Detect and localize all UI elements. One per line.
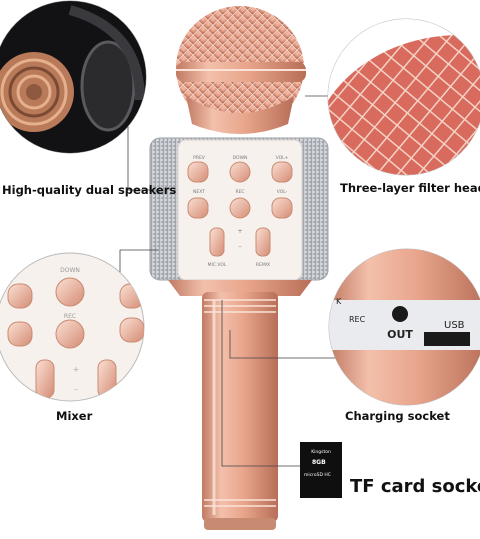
zoom-label-rec: REC	[64, 313, 76, 320]
sd-capacity: 8GB	[312, 459, 326, 466]
panel-buttons: PREV DOWN VOL+ NEXT REC VOL- + – MIC.VOL…	[187, 155, 293, 268]
label-remix: REMIX	[256, 262, 270, 268]
socket-label-rec: REC	[349, 315, 366, 324]
sd-card-body	[300, 442, 342, 498]
down-button[interactable]	[229, 161, 251, 183]
label-next: NEXT	[193, 189, 205, 195]
label-rec: REC	[235, 189, 244, 195]
label-mixer: Mixer	[56, 409, 93, 423]
next-button[interactable]	[187, 197, 209, 219]
mic-vol-slider[interactable]	[209, 227, 225, 257]
label-speakers: High-quality dual speakers	[2, 183, 177, 197]
label-mic-vol: MIC.VOL	[208, 262, 227, 268]
label-filter-head: Three-layer filter head	[340, 181, 480, 195]
svg-text:+: +	[73, 365, 80, 374]
mic-neck	[186, 96, 294, 134]
label-tf-card-socket: TF card socket	[350, 476, 480, 497]
charging-socket-zoom: K REC OUT USB	[328, 248, 480, 406]
zoom-label-down: DOWN	[60, 267, 80, 274]
microsd-card: Kingston 8GB microSD HC	[300, 442, 342, 498]
microphone: PREV DOWN VOL+ NEXT REC VOL- + – MIC.VOL…	[149, 6, 329, 530]
label-down: DOWN	[233, 155, 248, 161]
sd-type: microSD HC	[304, 472, 331, 478]
remix-slider[interactable]	[255, 227, 271, 257]
mic-handle	[202, 292, 278, 522]
socket-label-usb: USB	[444, 320, 465, 331]
socket-label-out: OUT	[387, 328, 413, 341]
mixer-zoom: DOWN REC + –	[0, 252, 145, 402]
speaker-zoom	[0, 0, 147, 154]
label-voldown: VOL-	[277, 189, 288, 195]
voldown-button[interactable]	[271, 197, 293, 219]
label-charging-socket: Charging socket	[345, 409, 450, 423]
rec-button[interactable]	[229, 197, 251, 219]
head-ring	[176, 62, 306, 82]
label-plus: +	[237, 228, 242, 235]
socket-label-k: K	[336, 297, 342, 306]
svg-text:–: –	[74, 385, 78, 394]
label-volup: VOL+	[276, 155, 289, 161]
body-collar	[168, 280, 312, 296]
label-minus: –	[239, 243, 242, 250]
label-prev: PREV	[193, 155, 206, 161]
sd-brand: Kingston	[311, 449, 331, 455]
prev-button[interactable]	[187, 161, 209, 183]
volup-button[interactable]	[271, 161, 293, 183]
filter-head-zoom	[327, 18, 480, 176]
